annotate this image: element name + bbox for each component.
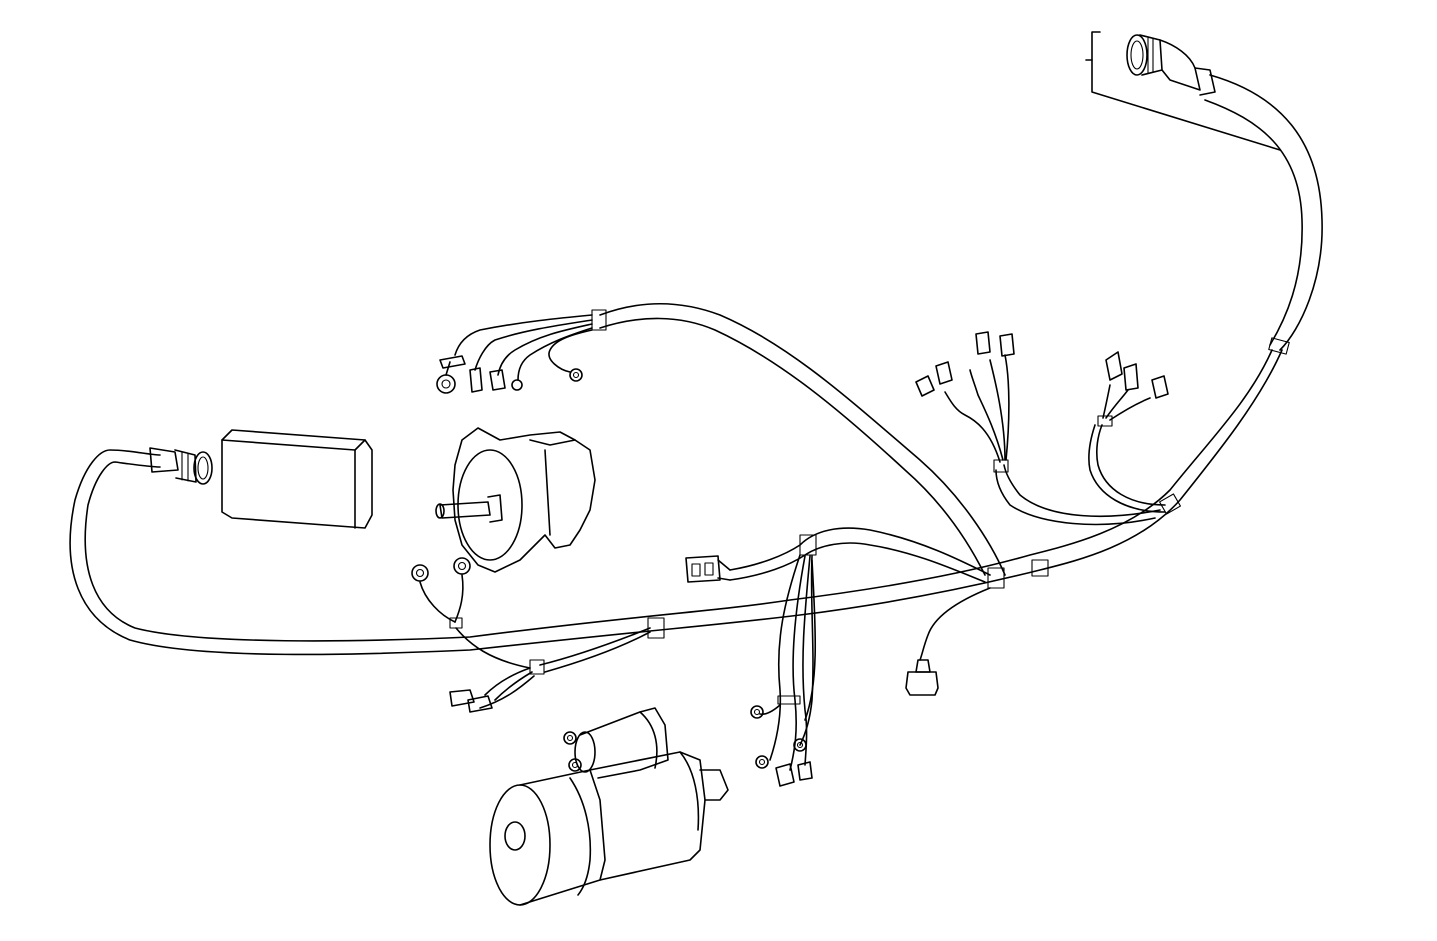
alternator [435,427,596,573]
main-trunk-cable [69,74,1323,656]
center-branch-cable [685,527,991,787]
callout-1-leader [1085,31,1281,151]
main-round-connector [1126,34,1216,96]
ground-terminal-branch [411,557,651,713]
upper-branch-cable [436,302,1006,576]
sensor-branch [905,587,991,696]
control-module-box [221,429,373,529]
left-round-connector [149,447,213,485]
right-terminal-branch-b [1088,351,1169,513]
starter-motor [489,707,729,906]
right-terminal-branch-a [915,331,1161,526]
